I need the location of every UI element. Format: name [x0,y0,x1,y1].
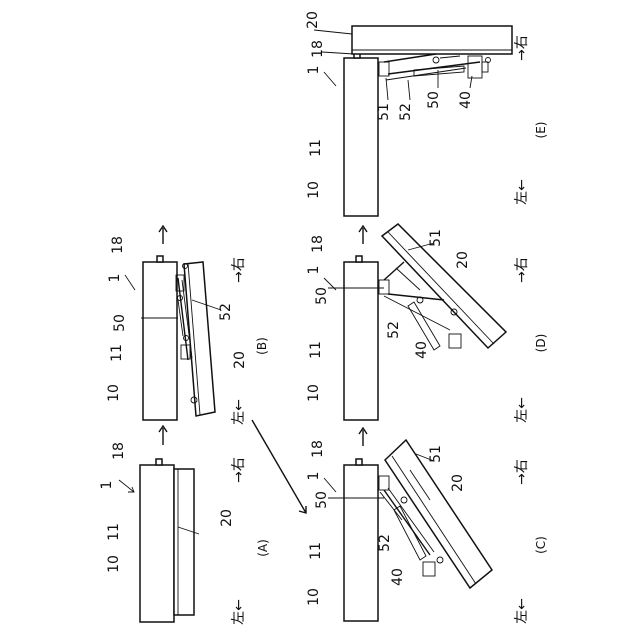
panel-c-tab-18 [356,459,362,465]
panel-b-label-10: 10 [106,384,122,402]
panel-b-label-18: 18 [110,236,126,254]
panel-e-label-1: 1 [306,66,322,75]
panel-a-label-11: 11 [106,523,122,541]
panel-a: 1 18 10 11 20 (A) →右 左← [99,426,270,625]
panel-e-label-50: 50 [426,91,442,109]
panel-c-label-11: 11 [308,542,324,560]
panel-c-label-51: 51 [428,445,444,463]
panel-a-label-20: 20 [219,509,235,527]
panel-c-left-indicator: 左← [514,598,530,624]
panel-e-label-18: 18 [310,40,326,58]
panel-b-tab-18 [157,256,163,262]
panel-d-label-10: 10 [306,384,322,402]
panel-d-label-50: 50 [314,287,330,305]
panel-e: 20 18 1 11 10 51 52 50 40 (E) →右 左← [305,11,548,216]
panel-d-label-52: 52 [386,321,402,339]
panel-e-right-indicator: →右 [514,35,530,61]
panel-d-label-51: 51 [428,229,444,247]
panel-e-caption: (E) [534,122,548,139]
panel-b-label-11: 11 [109,344,125,362]
panel-d-label-40: 40 [414,341,430,359]
panel-c-label-1: 1 [306,472,322,481]
panel-c: 1 18 50 11 10 51 52 20 40 (C) →右 左← [306,428,548,624]
panel-e-mechanism [379,54,491,80]
panel-a-panel-20 [174,469,194,615]
panel-a-tab-18 [156,459,162,465]
panel-d-label-18: 18 [310,235,326,253]
panel-d-label-20: 20 [455,251,471,269]
panel-a-label-10: 10 [106,555,122,573]
panel-d-tab-18 [356,256,362,262]
panel-b-left-indicator: 左← [231,399,247,425]
panel-e-label-40: 40 [458,91,474,109]
panel-d-caption: (D) [534,334,548,353]
panel-a-label-1: 1 [99,481,115,490]
panel-d-left-indicator: 左← [514,397,530,423]
panel-d-label-1: 1 [306,266,322,275]
panel-d-label-11: 11 [308,341,324,359]
panel-a-body-10 [140,465,174,622]
panel-e-label-20: 20 [305,11,321,29]
panel-b-label-1: 1 [107,274,123,283]
panel-e-label-51: 51 [376,103,392,121]
panel-e-label-11: 11 [308,139,324,157]
panel-b-label-52: 52 [218,303,234,321]
transition-arrow-b-to-c [252,420,306,513]
panel-c-label-52: 52 [377,534,393,552]
panel-b: 1 18 50 11 10 52 20 (B) →右 左← [106,226,269,425]
panel-c-label-40: 40 [390,568,406,586]
panel-c-label-20: 20 [450,474,466,492]
panel-b-label-50: 50 [112,314,128,332]
panel-d: 1 18 50 11 10 51 52 20 40 (D) →右 左← [306,224,548,423]
panel-c-label-10: 10 [306,588,322,606]
panel-d-right-indicator: →右 [514,257,530,283]
panel-e-label-52: 52 [398,103,414,121]
panel-b-caption: (B) [255,337,269,355]
panel-e-left-indicator: 左← [514,179,530,205]
panel-c-label-18: 18 [310,440,326,458]
panel-c-label-50: 50 [314,491,330,509]
panel-c-right-indicator: →右 [514,459,530,485]
panel-a-right-indicator: →右 [231,457,247,483]
panel-b-label-20: 20 [232,351,248,369]
panel-e-body-10 [344,58,378,216]
panel-d-body-10 [344,262,378,420]
panel-b-body-10 [143,262,177,420]
panel-c-body-10 [344,465,378,621]
panel-c-caption: (C) [534,536,548,554]
panel-b-right-indicator: →右 [231,257,247,283]
panel-a-label-18: 18 [111,442,127,460]
panel-a-caption: (A) [256,539,270,557]
panel-e-label-10: 10 [306,181,322,199]
panel-a-left-indicator: 左← [231,599,247,625]
